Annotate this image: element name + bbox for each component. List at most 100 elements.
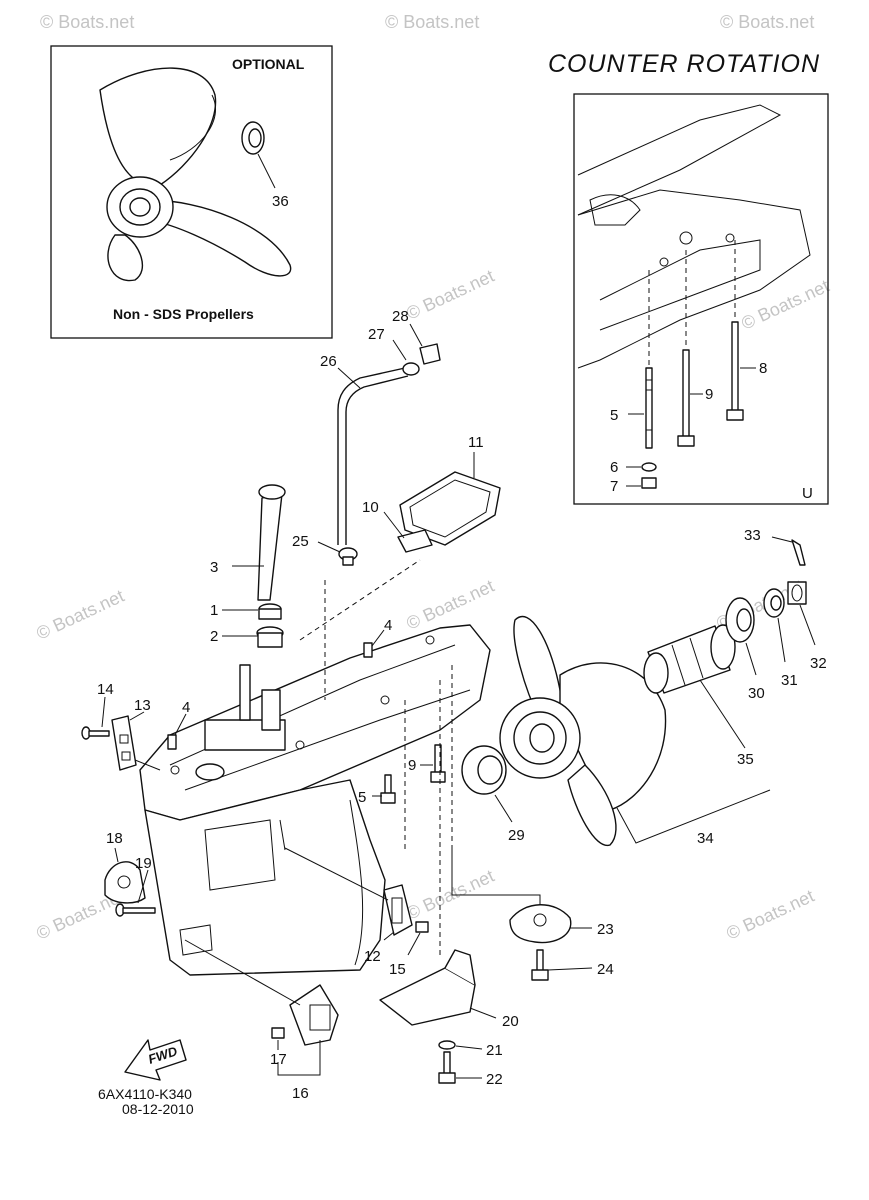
part-11-gasket: [399, 471, 501, 546]
part-19-screw: [115, 903, 156, 917]
inset-frame: [573, 93, 829, 505]
part-16-cover: [289, 984, 339, 1046]
watermark-2: © Boats.net: [385, 12, 479, 32]
inset-part-5-stud: [645, 367, 653, 449]
callout-5: 5: [358, 789, 366, 806]
callout-33: 33: [744, 527, 761, 544]
callout-4-lower: 4: [182, 699, 190, 716]
watermark-7: © Boats.net: [403, 576, 497, 634]
callout-20: 20: [502, 1013, 519, 1030]
optional-propeller-box: OPTIONAL Non - SDS Propellers 36: [50, 45, 333, 339]
part-26-water-tube: [337, 367, 409, 545]
part-28-clip: [419, 343, 441, 365]
inset-part-6-washer: [641, 462, 657, 472]
callout-6: 6: [610, 459, 618, 476]
diagram-date: 08-12-2010: [122, 1101, 194, 1117]
part-4-dowel-upper: [363, 642, 373, 658]
callout-18: 18: [106, 830, 123, 847]
callout-36: 36: [272, 193, 289, 210]
part-23-cover: [509, 904, 572, 944]
part-18-anode: [104, 861, 146, 904]
callout-17: 17: [270, 1051, 287, 1068]
part-33-cotter-pin: [791, 539, 806, 566]
part-13-anode: [111, 715, 137, 771]
watermark-5: © Boats.net: [738, 276, 832, 334]
part-20-trim-tab: [379, 949, 476, 1026]
callout-9: 9: [408, 757, 416, 774]
optional-box-frame: [50, 45, 333, 339]
callout-31: 31: [781, 672, 798, 689]
callout-23: 23: [597, 921, 614, 938]
part-36-spline-washer: [241, 121, 265, 155]
part-22-bolt: [438, 1051, 456, 1084]
counter-rotation-inset: 5 9 8 6 7 U: [573, 93, 829, 505]
optional-caption: Non - SDS Propellers: [113, 306, 254, 322]
callout-15: 15: [389, 961, 406, 978]
part-34-propeller: [499, 615, 667, 846]
callout-4-upper: 4: [384, 617, 392, 634]
callout-8: 8: [759, 360, 767, 377]
lower-unit-housing: [139, 624, 491, 976]
callout-29: 29: [508, 827, 525, 844]
callout-7: 7: [610, 478, 618, 495]
part-30-spacer: [725, 597, 755, 643]
part-21-washer: [438, 1040, 456, 1050]
callout-21: 21: [486, 1042, 503, 1059]
callout-10: 10: [362, 499, 379, 516]
watermark-6: © Boats.net: [33, 586, 127, 644]
callout-26: 26: [320, 353, 337, 370]
callout-inset-5: 5: [610, 407, 618, 424]
watermark-1: © Boats.net: [40, 12, 134, 32]
part-2-grommet: [256, 626, 284, 648]
watermark-11: © Boats.net: [723, 886, 817, 944]
callout-11: 11: [468, 434, 484, 451]
part-4-dowel-lower: [167, 734, 177, 750]
counter-rotation-heading: COUNTER ROTATION: [548, 50, 820, 78]
callout-2: 2: [210, 628, 218, 645]
callout-32: 32: [810, 655, 827, 672]
part-17-nut: [271, 1027, 285, 1039]
part-27-grommet: [402, 362, 420, 376]
callout-13: 13: [134, 697, 151, 714]
callout-22: 22: [486, 1071, 503, 1088]
part-1-seal: [258, 603, 282, 620]
callout-34: 34: [697, 830, 714, 847]
callout-16: 16: [292, 1085, 309, 1102]
callout-14: 14: [97, 681, 114, 698]
part-9-bolt: [430, 744, 446, 783]
part-10-seal: [397, 529, 433, 553]
inset-part-7-nut: [641, 477, 657, 489]
part-14-screw: [81, 726, 110, 740]
part-12-anode: [383, 884, 413, 936]
callout-25: 25: [292, 533, 309, 550]
part-15-nut: [415, 921, 429, 933]
callout-24: 24: [597, 961, 614, 978]
part-31-washer: [763, 588, 785, 618]
callout-3: 3: [210, 559, 218, 576]
inset-part-9-bolt: [677, 349, 695, 447]
callout-30: 30: [748, 685, 765, 702]
watermark-4: © Boats.net: [403, 266, 497, 324]
inset-part-8-bolt: [726, 321, 744, 421]
callout-19: 19: [135, 855, 152, 872]
fwd-arrow-icon: FWD: [124, 1039, 187, 1081]
callout-27: 27: [368, 326, 385, 343]
watermark-3: © Boats.net: [720, 12, 814, 32]
part-3-water-tube: [257, 484, 286, 601]
part-5-bolt: [380, 774, 396, 804]
optional-propeller-icon: [99, 67, 292, 282]
part-25-grommet: [338, 547, 358, 566]
part-29-thrust-washer: [461, 745, 507, 795]
part-35-bushing: [643, 624, 736, 694]
part-32-nut: [787, 581, 807, 605]
callout-1: 1: [210, 602, 218, 619]
optional-title: OPTIONAL: [232, 56, 305, 72]
inset-marker-u: U: [802, 485, 813, 502]
callout-inset-9: 9: [705, 386, 713, 403]
part-24-bolt: [531, 949, 549, 981]
diagram-code: 6AX4110-K340: [98, 1086, 192, 1102]
callout-28: 28: [392, 308, 409, 325]
callout-35: 35: [737, 751, 754, 768]
callout-12: 12: [364, 948, 381, 965]
